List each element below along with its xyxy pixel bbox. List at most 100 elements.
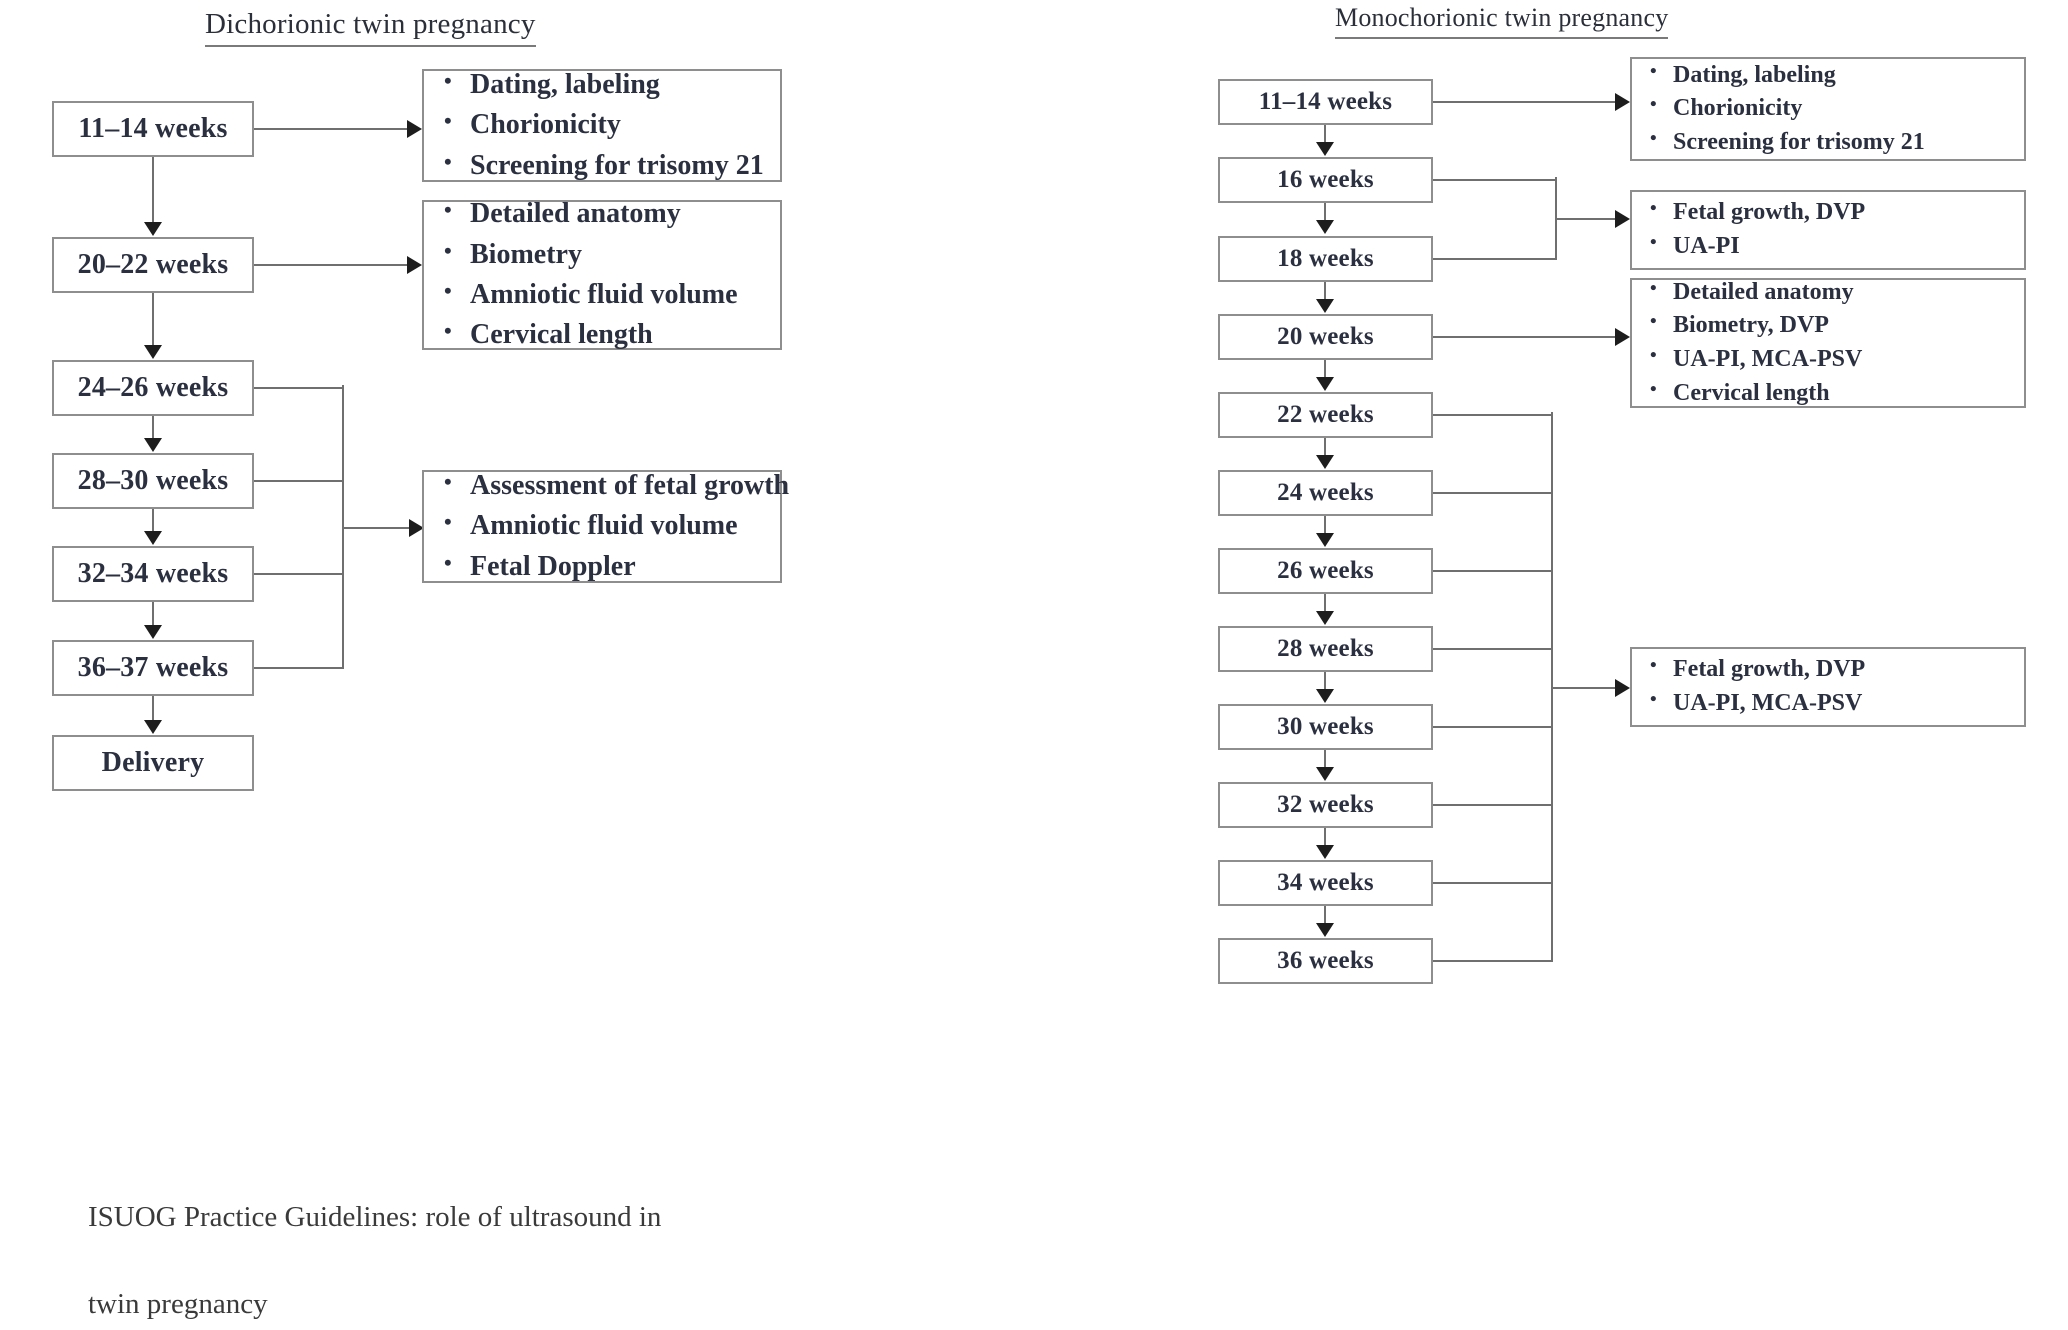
connector-left-2 bbox=[152, 293, 154, 346]
arrow-right-right-2 bbox=[1615, 210, 1630, 228]
arrow-down-right-11 bbox=[1316, 923, 1334, 937]
connector-right-detail-4 bbox=[1551, 687, 1617, 689]
detail-box-left-3: Assessment of fetal growth Amniotic flui… bbox=[422, 466, 789, 583]
node-left-11-14-weeks[interactable]: 11–14 weeks bbox=[52, 101, 254, 157]
node-right-22-weeks[interactable]: 22 weeks bbox=[1218, 392, 1433, 438]
detail-item: Dating, labeling bbox=[1650, 59, 2024, 93]
detail-item: Fetal growth, DVP bbox=[1650, 653, 2024, 687]
node-left-36-37-weeks[interactable]: 36–37 weeks bbox=[52, 640, 254, 696]
node-right-24-weeks[interactable]: 24 weeks bbox=[1218, 470, 1433, 516]
node-label: 20–22 weeks bbox=[77, 249, 229, 280]
connector-right-bracket-32 bbox=[1433, 804, 1553, 806]
arrow-down-right-9 bbox=[1316, 767, 1334, 781]
connector-right-10 bbox=[1324, 828, 1326, 846]
detail-list: Dating, labeling Chorionicity Screening … bbox=[424, 65, 780, 186]
connector-right-4 bbox=[1324, 360, 1326, 378]
detail-item: Amniotic fluid volume bbox=[444, 506, 780, 546]
left-column-title: Dichorionic twin pregnancy bbox=[205, 8, 536, 47]
node-label: 34 weeks bbox=[1277, 869, 1374, 896]
connector-right-7 bbox=[1324, 594, 1326, 612]
node-label: 22 weeks bbox=[1277, 401, 1374, 428]
connector-left-3 bbox=[152, 416, 154, 439]
node-left-32-34-weeks[interactable]: 32–34 weeks bbox=[52, 546, 254, 602]
connector-right-9 bbox=[1324, 750, 1326, 768]
node-left-28-30-weeks[interactable]: 28–30 weeks bbox=[52, 453, 254, 509]
node-right-18-weeks[interactable]: 18 weeks bbox=[1218, 236, 1433, 282]
detail-item: Detailed anatomy bbox=[444, 194, 780, 234]
node-right-11-14-weeks[interactable]: 11–14 weeks bbox=[1218, 79, 1433, 125]
node-left-delivery[interactable]: Delivery bbox=[52, 735, 254, 791]
detail-item: Chorionicity bbox=[1650, 92, 2024, 126]
arrow-right-left-2 bbox=[407, 256, 422, 274]
arrow-down-left-5 bbox=[144, 625, 162, 639]
detail-list: Assessment of fetal growth Amniotic flui… bbox=[424, 466, 789, 587]
connector-right-6 bbox=[1324, 516, 1326, 534]
detail-list: Detailed anatomy Biometry, DVP UA-PI, MC… bbox=[1632, 276, 2024, 410]
arrow-down-left-2 bbox=[144, 345, 162, 359]
node-label: 24–26 weeks bbox=[77, 372, 229, 403]
node-right-30-weeks[interactable]: 30 weeks bbox=[1218, 704, 1433, 750]
right-column-title: Monochorionic twin pregnancy bbox=[1335, 3, 1669, 39]
detail-item: Chorionicity bbox=[444, 105, 780, 145]
detail-item: Cervical length bbox=[1650, 377, 2024, 411]
connector-right-detail-3 bbox=[1433, 336, 1617, 338]
node-right-26-weeks[interactable]: 26 weeks bbox=[1218, 548, 1433, 594]
node-label: 11–14 weeks bbox=[78, 113, 228, 144]
node-label: 28 weeks bbox=[1277, 635, 1374, 662]
connector-right-8 bbox=[1324, 672, 1326, 690]
detail-item: Detailed anatomy bbox=[1650, 276, 2024, 310]
detail-item: Screening for trisomy 21 bbox=[1650, 126, 2024, 160]
arrow-down-left-3 bbox=[144, 438, 162, 452]
node-label: 28–30 weeks bbox=[77, 465, 229, 496]
connector-left-detail-3 bbox=[342, 527, 412, 529]
arrow-down-right-8 bbox=[1316, 689, 1334, 703]
node-left-24-26-weeks[interactable]: 24–26 weeks bbox=[52, 360, 254, 416]
connector-right-2 bbox=[1324, 203, 1326, 221]
arrow-right-left-3 bbox=[409, 519, 424, 537]
node-label: 36–37 weeks bbox=[77, 652, 229, 683]
node-right-20-weeks[interactable]: 20 weeks bbox=[1218, 314, 1433, 360]
arrow-down-left-1 bbox=[144, 222, 162, 236]
detail-item: Assessment of fetal growth bbox=[444, 466, 789, 506]
detail-item: Dating, labeling bbox=[444, 65, 780, 105]
node-right-36-weeks[interactable]: 36 weeks bbox=[1218, 938, 1433, 984]
connector-left-bracket-32 bbox=[254, 573, 344, 575]
node-right-28-weeks[interactable]: 28 weeks bbox=[1218, 626, 1433, 672]
detail-item: Biometry bbox=[444, 235, 780, 275]
connector-left-4 bbox=[152, 509, 154, 532]
detail-box-right-1: Dating, labeling Chorionicity Screening … bbox=[1630, 57, 2026, 161]
connector-left-1 bbox=[152, 157, 154, 223]
connector-right-11 bbox=[1324, 906, 1326, 924]
node-label: 36 weeks bbox=[1277, 947, 1374, 974]
detail-list: Dating, labeling Chorionicity Screening … bbox=[1632, 59, 2024, 160]
connector-right-detail-2 bbox=[1555, 218, 1617, 220]
node-label: 20 weeks bbox=[1277, 323, 1374, 350]
detail-list: Fetal growth, DVP UA-PI bbox=[1632, 196, 2024, 263]
detail-list: Fetal growth, DVP UA-PI, MCA-PSV bbox=[1632, 653, 2024, 720]
arrow-down-right-7 bbox=[1316, 611, 1334, 625]
detail-item: Screening for trisomy 21 bbox=[444, 146, 780, 186]
connector-right-bracket-18 bbox=[1433, 258, 1557, 260]
arrow-down-right-5 bbox=[1316, 455, 1334, 469]
arrow-right-right-3 bbox=[1615, 328, 1630, 346]
node-right-16-weeks[interactable]: 16 weeks bbox=[1218, 157, 1433, 203]
arrow-right-right-4 bbox=[1615, 679, 1630, 697]
node-right-34-weeks[interactable]: 34 weeks bbox=[1218, 860, 1433, 906]
connector-left-bracket-36 bbox=[254, 667, 344, 669]
connector-right-3 bbox=[1324, 282, 1326, 300]
connector-right-detail-1 bbox=[1433, 101, 1617, 103]
detail-item: UA-PI, MCA-PSV bbox=[1650, 343, 2024, 377]
node-label: 18 weeks bbox=[1277, 245, 1374, 272]
right-column-title-text: Monochorionic twin pregnancy bbox=[1335, 3, 1669, 39]
detail-item: Fetal growth, DVP bbox=[1650, 196, 2024, 230]
connector-right-1 bbox=[1324, 125, 1326, 143]
connector-right-bracket-30 bbox=[1433, 726, 1553, 728]
detail-item: Amniotic fluid volume bbox=[444, 275, 780, 315]
node-right-32-weeks[interactable]: 32 weeks bbox=[1218, 782, 1433, 828]
arrow-down-left-6 bbox=[144, 720, 162, 734]
node-left-20-22-weeks[interactable]: 20–22 weeks bbox=[52, 237, 254, 293]
arrow-right-left-1 bbox=[407, 120, 422, 138]
arrow-right-right-1 bbox=[1615, 93, 1630, 111]
connector-right-bracket-22 bbox=[1433, 414, 1553, 416]
